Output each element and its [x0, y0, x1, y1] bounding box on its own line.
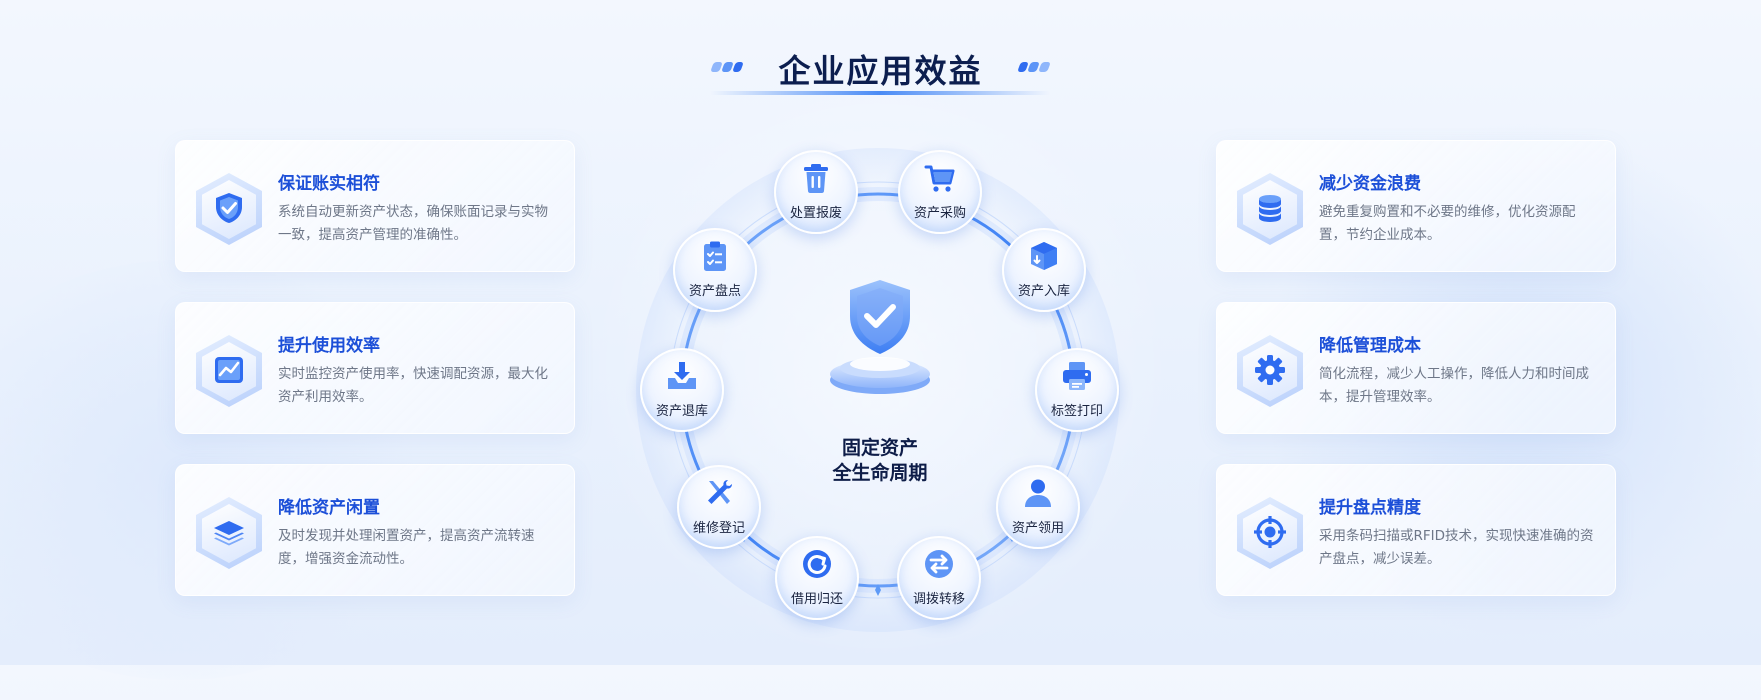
- card-description: 系统自动更新资产状态，确保账面记录与实物一致，提高资产管理的准确性。: [278, 204, 548, 243]
- page-title: 企业应用效益: [778, 52, 983, 90]
- shopping-cart-icon: [924, 165, 955, 192]
- lifecycle-node-disposal: 处置报废: [774, 150, 858, 234]
- card-title: 保证账实相符: [278, 174, 380, 194]
- benefit-card-right-3: 提升盘点精度 采用条码扫描或RFID技术，实现快速准确的资产盘点，减少误差。: [1216, 464, 1616, 596]
- lifecycle-node-transfer: 调拨转移: [897, 536, 981, 620]
- node-label: 资产领用: [1011, 521, 1064, 536]
- center-shield-platform-icon: [830, 280, 930, 394]
- lifecycle-node-stock-return: 资产退库: [640, 348, 724, 432]
- card-title: 提升盘点精度: [1319, 498, 1421, 518]
- tray-download-icon: [668, 362, 696, 389]
- center-label: 固定资产 全生命周期: [780, 436, 980, 486]
- node-label: 资产入库: [1017, 284, 1070, 299]
- printer-icon: [1063, 362, 1091, 390]
- layers-icon: [214, 521, 244, 546]
- card-title: 降低管理成本: [1319, 336, 1421, 356]
- center-label-line1: 固定资产: [841, 437, 918, 459]
- node-label: 资产退库: [655, 404, 708, 419]
- center-label-line2: 全生命周期: [832, 462, 928, 484]
- user-icon: [1025, 479, 1051, 507]
- card-title: 减少资金浪费: [1319, 174, 1421, 194]
- lifecycle-node-borrow-return: 借用归还: [775, 536, 859, 620]
- node-label: 借用归还: [790, 592, 843, 607]
- benefit-card-left-1: 保证账实相符 系统自动更新资产状态，确保账面记录与实物一致，提高资产管理的准确性…: [175, 140, 575, 272]
- benefit-card-right-1: 减少资金浪费 避免重复购置和不必要的维修，优化资源配置，节约企业成本。: [1216, 140, 1616, 272]
- lifecycle-node-warehousing: 资产入库: [1002, 228, 1086, 312]
- benefit-card-right-2: 降低管理成本 简化流程，减少人工操作，降低人力和时间成本，提升管理效率。: [1216, 302, 1616, 434]
- lifecycle-node-repair: 维修登记: [677, 465, 761, 549]
- target-icon: [1254, 516, 1286, 548]
- wrench-screwdriver-icon: [708, 480, 732, 504]
- title-underline: [710, 91, 1050, 95]
- card-title: 提升使用效率: [278, 336, 380, 356]
- card-description: 采用条码扫描或RFID技术，实现快速准确的资产盘点，减少误差。: [1319, 528, 1594, 567]
- shield-check-icon: [216, 193, 242, 223]
- card-title: 降低资产闲置: [278, 498, 380, 518]
- benefit-card-left-2: 提升使用效率 实时监控资产使用率，快速调配资源，最大化资产利用效率。: [175, 302, 575, 434]
- lifecycle-node-requisition: 资产领用: [996, 465, 1080, 549]
- trend-chart-icon: [215, 357, 243, 383]
- node-label: 资产盘点: [688, 284, 741, 299]
- cycle-icon: [803, 550, 831, 578]
- node-label: 资产采购: [913, 206, 966, 221]
- node-label: 标签打印: [1050, 404, 1103, 419]
- card-description: 及时发现并处理闲置资产，提高资产流转速度，增强资金流动性。: [278, 528, 535, 567]
- node-label: 处置报废: [789, 206, 842, 221]
- node-label: 维修登记: [692, 521, 745, 536]
- title-area: 企业应用效益: [0, 40, 1761, 104]
- lifecycle-node-label-print: 标签打印: [1035, 348, 1119, 432]
- node-label: 调拨转移: [912, 592, 965, 607]
- lifecycle-node-inventory: 资产盘点: [673, 228, 757, 312]
- lifecycle-node-purchase: 资产采购: [898, 150, 982, 234]
- box-in-icon: [1031, 242, 1057, 270]
- benefit-card-left-3: 降低资产闲置 及时发现并处理闲置资产，提高资产流转速度，增强资金流动性。: [175, 464, 575, 596]
- coin-stack-icon: [1259, 195, 1281, 222]
- clipboard-icon: [704, 241, 726, 271]
- transfer-arrows-icon: [925, 550, 953, 578]
- trash-bin-icon: [804, 164, 828, 193]
- gear-icon: [1255, 355, 1285, 385]
- card-description: 避免重复购置和不必要的维修，优化资源配置，节约企业成本。: [1319, 204, 1576, 243]
- card-description: 简化流程，减少人工操作，降低人力和时间成本，提升管理效率。: [1319, 366, 1589, 405]
- card-description: 实时监控资产使用率，快速调配资源，最大化资产利用效率。: [278, 366, 548, 405]
